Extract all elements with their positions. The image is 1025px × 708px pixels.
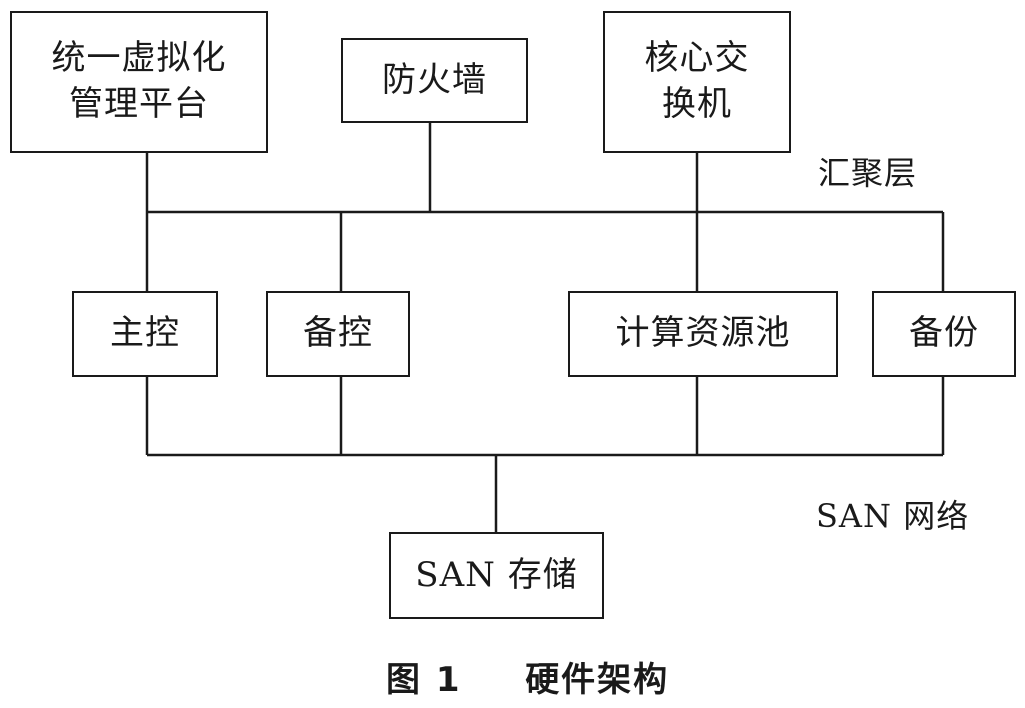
- core-switch-label: 核心交 换机: [644, 38, 750, 124]
- platform-label: 统一虚拟化 管理平台: [51, 38, 227, 124]
- san-network-label: SAN 网络: [816, 497, 970, 535]
- figure-number: 图 1: [386, 660, 462, 700]
- platform-box: 统一虚拟化 管理平台: [10, 11, 268, 153]
- figure-caption: 图 1 硬件架构: [386, 652, 669, 701]
- main-ctrl-box: 主控: [72, 291, 218, 377]
- san-storage-label: SAN 存储: [415, 554, 578, 595]
- san-storage-box: SAN 存储: [389, 532, 604, 619]
- firewall-box: 防火墙: [341, 38, 528, 123]
- figure-title: 硬件架构: [525, 660, 670, 700]
- backup-ctrl-box: 备控: [266, 291, 410, 377]
- backup-ctrl-label: 备控: [303, 313, 373, 354]
- compute-pool-label: 计算资源池: [615, 313, 791, 354]
- backup-label: 备份: [909, 313, 979, 354]
- firewall-label: 防火墙: [382, 59, 487, 100]
- core-switch-box: 核心交 换机: [603, 11, 791, 153]
- main-ctrl-label: 主控: [110, 313, 180, 354]
- backup-box: 备份: [872, 291, 1016, 377]
- compute-pool-box: 计算资源池: [568, 291, 838, 377]
- aggregation-layer-label: 汇聚层: [818, 154, 918, 192]
